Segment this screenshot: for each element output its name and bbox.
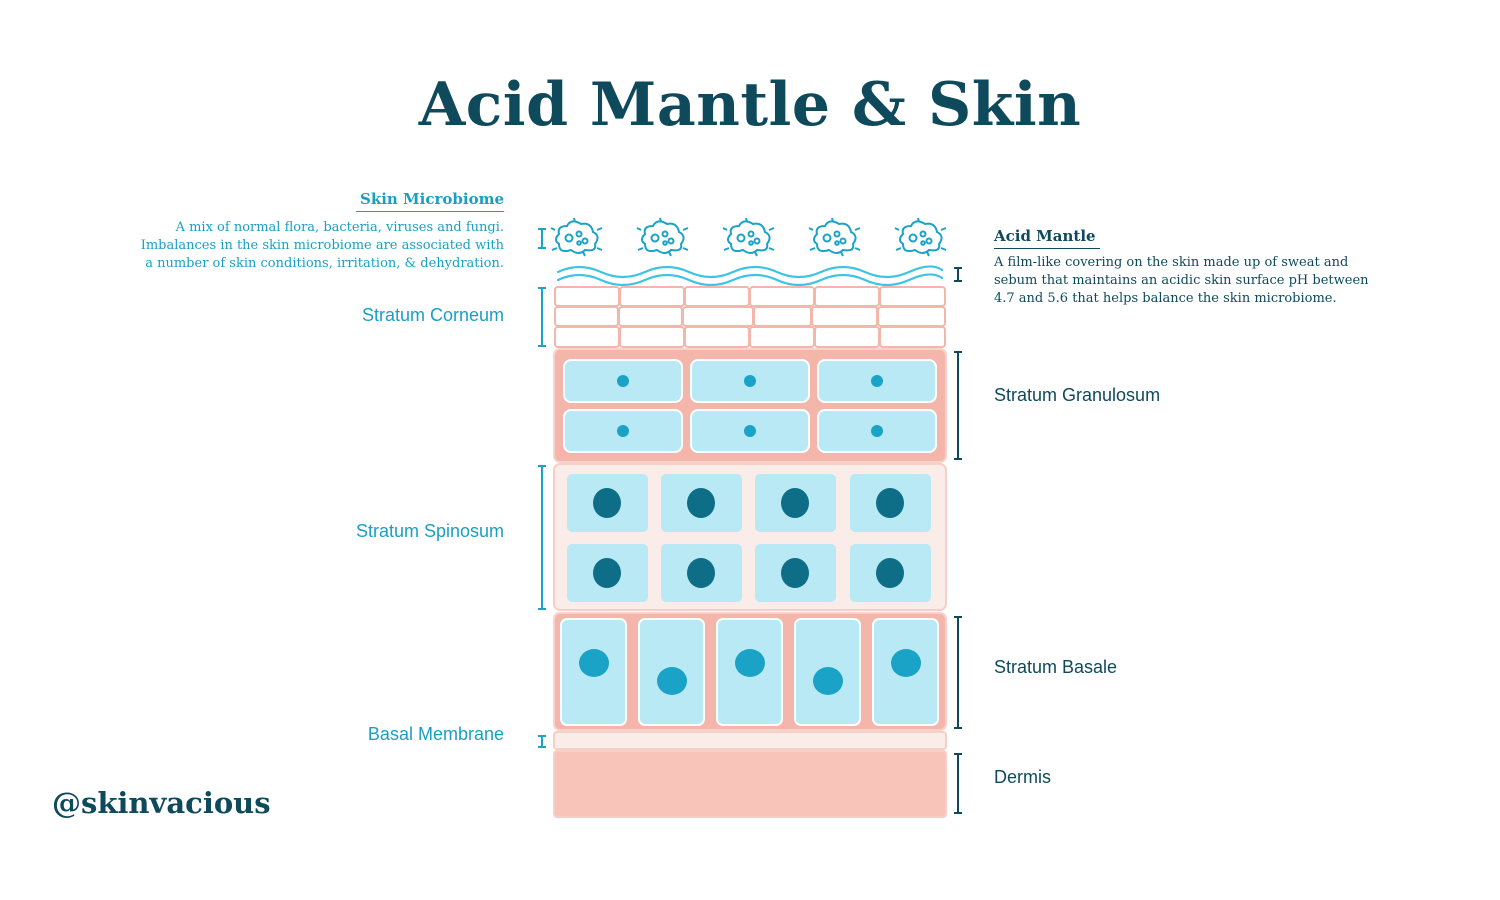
brand-handle: @skinvacious	[52, 786, 271, 820]
right-brackets	[954, 267, 962, 814]
corneum-cell	[619, 286, 685, 307]
corneum-cell	[618, 306, 683, 327]
spinosum-nucleus	[687, 558, 715, 588]
left-brackets	[538, 228, 546, 748]
microbe-icon	[894, 217, 947, 257]
acid-mantle-desc-line: sebum that maintains an acidic skin surf…	[994, 273, 1369, 288]
basale-bracket	[954, 616, 962, 729]
microbe-icon	[722, 217, 775, 257]
dermis-bracket	[954, 753, 962, 814]
stratum-corneum-label: Stratum Corneum	[361, 305, 504, 325]
corneum-cell	[749, 326, 815, 348]
stratum-spinosum-label: Stratum Spinosum	[355, 521, 504, 541]
corneum-cell	[682, 306, 754, 327]
corneum-cell	[811, 306, 878, 327]
corneum-cell	[877, 306, 946, 327]
microbiome-bracket	[538, 228, 546, 249]
spinosum-nucleus	[781, 558, 809, 588]
skin-microbiome-description: A mix of normal flora, bacteria, viruses…	[114, 219, 504, 273]
basal-membrane-layer	[553, 731, 947, 750]
spinosum-nucleus	[593, 488, 621, 518]
microbe-icon	[550, 217, 603, 257]
stratum-granulosum-label: Stratum Granulosum	[994, 385, 1161, 405]
page-title: Acid Mantle & Skin	[418, 70, 1082, 140]
microbiome-desc-line: a number of skin conditions, irritation,…	[145, 256, 504, 271]
acid-mantle-desc-line: A film-like covering on the skin made up…	[994, 255, 1349, 270]
acid-mantle-description: A film-like covering on the skin made up…	[994, 254, 1394, 308]
corneum-cell	[554, 286, 620, 307]
stratum-basale-layer	[553, 612, 947, 731]
spinosum-nucleus	[876, 488, 904, 518]
basale-nucleus	[579, 649, 609, 677]
dermis-label: Dermis	[994, 767, 1051, 787]
corneum-cell	[554, 306, 619, 327]
microbiome-desc-line: Imbalances in the skin microbiome are as…	[140, 238, 504, 253]
basale-nucleus	[735, 649, 765, 677]
acid-mantle-bracket	[954, 267, 962, 282]
stratum-granulosum-layer	[553, 348, 947, 463]
spinosum-nucleus	[593, 558, 621, 588]
granulosum-nucleus	[871, 375, 883, 387]
basale-nucleus	[813, 667, 843, 695]
corneum-cell	[879, 286, 946, 307]
corneum-cell	[879, 326, 946, 348]
microbe-icon	[808, 217, 861, 257]
microbiome-desc-line: A mix of normal flora, bacteria, viruses…	[175, 220, 504, 235]
corneum-cell	[554, 326, 620, 348]
granulosum-nucleus	[871, 425, 883, 437]
acid-mantle-desc-line: 4.7 and 5.6 that helps balance the skin …	[994, 291, 1337, 306]
acid-mantle-heading: Acid Mantle	[994, 227, 1100, 249]
granulosum-nucleus	[617, 375, 629, 387]
corneum-cell	[814, 286, 880, 307]
granulosum-nucleus	[617, 425, 629, 437]
basal-membrane-label: Basal Membrane	[367, 724, 504, 744]
spinosum-bracket	[538, 465, 546, 610]
acid-mantle-waves	[556, 265, 944, 287]
corneum-cell	[684, 326, 750, 348]
skin-microbiome-heading: Skin Microbiome	[355, 190, 504, 212]
granulosum-nucleus	[744, 375, 756, 387]
basale-nucleus	[657, 667, 687, 695]
microbiome-microbes	[550, 217, 947, 257]
stratum-basale-label: Stratum Basale	[994, 657, 1118, 677]
corneum-cell	[814, 326, 880, 348]
granulosum-nucleus	[744, 425, 756, 437]
corneum-cell	[753, 306, 812, 327]
basal-membrane-bracket	[538, 735, 546, 748]
stratum-spinosum-layer	[553, 463, 947, 611]
microbe-icon	[636, 217, 689, 257]
corneum-cell	[749, 286, 815, 307]
dermis-layer	[553, 750, 947, 818]
corneum-cell	[684, 286, 750, 307]
basale-nucleus	[891, 649, 921, 677]
corneum-cell	[619, 326, 685, 348]
spinosum-nucleus	[876, 558, 904, 588]
corneum-bracket	[538, 287, 546, 347]
granulosum-bracket	[954, 351, 962, 460]
spinosum-nucleus	[687, 488, 715, 518]
stratum-corneum-layer	[554, 286, 946, 348]
spinosum-nucleus	[781, 488, 809, 518]
